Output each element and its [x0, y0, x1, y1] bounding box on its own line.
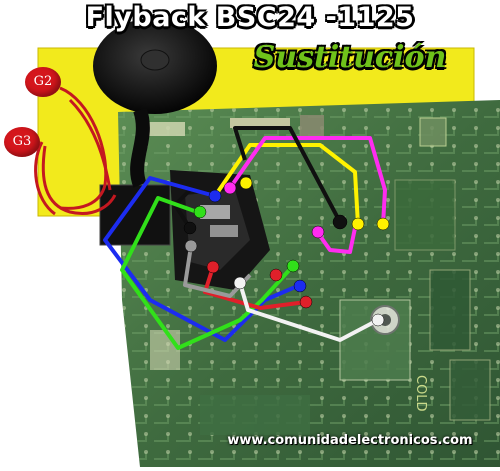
- label-g3: G3: [4, 127, 40, 157]
- pin-dots: [183, 176, 390, 327]
- board-components: [145, 115, 491, 435]
- board-marking-cold: COLD: [413, 375, 428, 412]
- subtitle: Sustitución: [253, 40, 447, 75]
- pin-connection-lines: [103, 126, 387, 350]
- label-g2: G2: [25, 67, 61, 97]
- red-wires: [34, 86, 117, 216]
- website-footer: www.comunidadelectronicos.com: [227, 433, 473, 448]
- page-title: Flyback BSC24 -1125: [85, 2, 415, 33]
- flyback-transformer: [99, 170, 270, 290]
